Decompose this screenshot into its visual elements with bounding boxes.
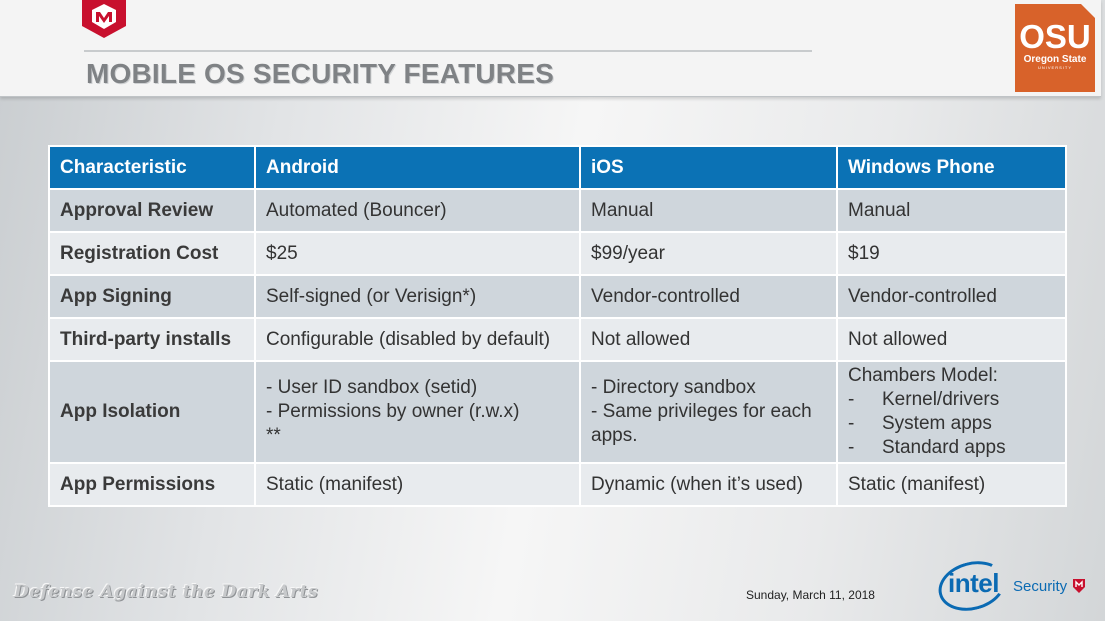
intel-security-label: Security [1013, 578, 1068, 595]
header-ios: iOS [579, 145, 838, 190]
cell-windows: Manual [836, 188, 1067, 233]
table-row: Approval Review Automated (Bouncer) Manu… [48, 188, 1067, 233]
cell-windows: Not allowed [836, 317, 1067, 362]
slide-title: MOBILE OS SECURITY FEATURES [86, 58, 554, 89]
cell-windows: Chambers Model: -Kernel/drivers -System … [836, 360, 1067, 464]
osu-logo-corner [1081, 4, 1095, 18]
osu-logo-mark: OSU [1019, 18, 1091, 55]
intel-security-shield-icon [1073, 579, 1085, 593]
row-label-app-permissions: App Permissions [48, 462, 256, 507]
header-android: Android [254, 145, 581, 190]
row-label-app-signing: App Signing [48, 274, 256, 319]
cell-windows: $19 [836, 231, 1067, 276]
row-label-approval-review: Approval Review [48, 188, 256, 233]
cell-android: $25 [254, 231, 581, 276]
cell-ios: Manual [579, 188, 838, 233]
cell-android: Configurable (disabled by default) [254, 317, 581, 362]
list-item-text: Standard apps [882, 437, 1006, 458]
row-label-app-isolation: App Isolation [48, 360, 256, 464]
header-characteristic: Characteristic [48, 145, 256, 190]
osu-logo: OSU Oregon State UNIVERSITY [1015, 4, 1095, 92]
row-label-third-party-installs: Third-party installs [48, 317, 256, 362]
intel-logo: intel Security [932, 554, 1088, 618]
intel-wordmark: intel [948, 568, 999, 598]
mcafee-shield-icon [82, 0, 126, 38]
list-item: -Kernel/drivers [848, 389, 1000, 410]
cell-windows: Static (manifest) [836, 462, 1067, 507]
header-windows-phone: Windows Phone [836, 145, 1067, 190]
table-row: Registration Cost $25 $99/year $19 [48, 231, 1067, 276]
cell-ios: Not allowed [579, 317, 838, 362]
footer-course-title: Defense Against the Dark Arts [14, 582, 319, 602]
table-row: Third-party installs Configurable (disab… [48, 317, 1067, 362]
list-item-text: System apps [882, 413, 992, 434]
security-features-table: Characteristic Android iOS Windows Phone… [48, 145, 1067, 507]
list-item: -Standard apps [848, 437, 1006, 458]
chambers-model-heading: Chambers Model: [848, 365, 998, 386]
osu-logo-name: Oregon State [1023, 54, 1087, 65]
table-row: App Permissions Static (manifest) Dynami… [48, 462, 1067, 507]
cell-ios: Dynamic (when it’s used) [579, 462, 838, 507]
cell-android: - User ID sandbox (setid) - Permissions … [254, 360, 581, 464]
table-header-row: Characteristic Android iOS Windows Phone [48, 145, 1067, 190]
header-rule [84, 50, 812, 52]
chambers-model-list: -Kernel/drivers -System apps -Standard a… [848, 388, 1055, 460]
slide-header: MOBILE OS SECURITY FEATURES OSU Oregon S… [0, 0, 1101, 97]
list-item: -System apps [848, 413, 992, 434]
footer-date: Sunday, March 11, 2018 [746, 588, 875, 602]
table-row: App Isolation - User ID sandbox (setid) … [48, 360, 1067, 464]
cell-android: Static (manifest) [254, 462, 581, 507]
osu-logo-sub: UNIVERSITY [1037, 65, 1072, 70]
cell-android: Self-signed (or Verisign*) [254, 274, 581, 319]
table-row: App Signing Self-signed (or Verisign*) V… [48, 274, 1067, 319]
list-item-text: Kernel/drivers [882, 389, 1000, 410]
cell-android: Automated (Bouncer) [254, 188, 581, 233]
cell-ios: $99/year [579, 231, 838, 276]
cell-ios: Vendor-controlled [579, 274, 838, 319]
cell-windows: Vendor-controlled [836, 274, 1067, 319]
row-label-registration-cost: Registration Cost [48, 231, 256, 276]
cell-ios: - Directory sandbox - Same privileges fo… [579, 360, 838, 464]
